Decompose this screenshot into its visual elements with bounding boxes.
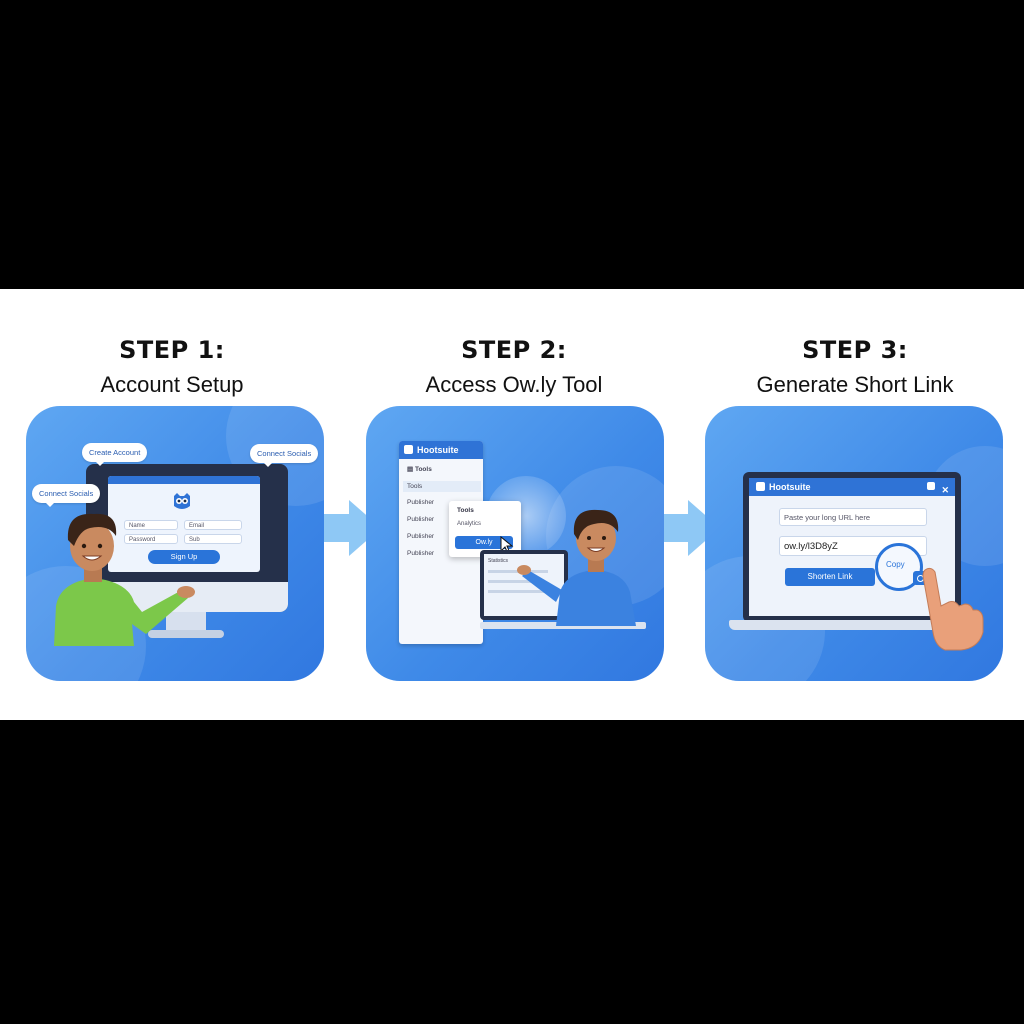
sidebar-item-publisher[interactable]: Publisher xyxy=(407,550,435,557)
shorten-link-button[interactable]: Shorten Link xyxy=(785,568,875,586)
screen-label: Statistics xyxy=(488,558,509,564)
arrow-right-icon xyxy=(648,500,720,556)
settings-icon[interactable] xyxy=(927,482,935,490)
step-1-heading: STEP 1: Account Setup xyxy=(22,336,322,398)
brand-name: Hootsuite xyxy=(769,482,811,492)
step-3-heading: STEP 3: Generate Short Link xyxy=(705,336,1005,398)
step-2-panel: Hootsuite ▤ Tools Tools Publisher Publis… xyxy=(366,406,664,681)
sidebar-item-tools-sub[interactable]: Tools xyxy=(403,481,481,492)
step-3-title: Generate Short Link xyxy=(756,372,954,397)
step-3-label: STEP 3: xyxy=(802,336,908,364)
create-account-bubble: Create Account xyxy=(82,443,148,466)
monitor: Name Email Password Sub Sign Up xyxy=(86,464,288,612)
monitor-stand xyxy=(166,612,206,632)
step-2-label: STEP 2: xyxy=(461,336,567,364)
owl-logo-icon xyxy=(174,493,190,509)
sidebar-item-publisher[interactable]: Publisher xyxy=(407,533,435,540)
brand-name: Hootsuite xyxy=(417,445,459,455)
popup-item-analytics[interactable]: Analytics xyxy=(457,521,482,527)
monitor-base xyxy=(148,630,224,638)
laptop-screen: Hootsuite ✕ Paste your long URL here ow.… xyxy=(743,472,961,622)
close-icon[interactable]: ✕ xyxy=(941,485,949,495)
long-url-input[interactable]: Paste your long URL here xyxy=(779,508,927,526)
step-1-title: Account Setup xyxy=(100,372,244,397)
person-illustration xyxy=(54,513,195,646)
popup-title: Tools xyxy=(457,507,474,514)
step-3-panel: Hootsuite ✕ Paste your long URL here ow.… xyxy=(705,406,1003,681)
hootsuite-logo-icon xyxy=(756,482,765,491)
sidebar-item-publisher[interactable]: Publisher xyxy=(407,516,435,523)
sign-up-button[interactable]: Sign Up xyxy=(148,550,220,564)
step-1-panel: Name Email Password Sub Sign Up Create A… xyxy=(26,406,324,681)
sub-field[interactable]: Sub xyxy=(184,534,242,544)
pointing-hand-icon xyxy=(922,567,984,651)
password-field[interactable]: Password xyxy=(124,534,178,544)
connect-socials-bubble: Connect Socials xyxy=(250,444,319,467)
person-illustration xyxy=(517,509,636,626)
sidebar-item-tools[interactable]: ▤ Tools xyxy=(407,466,432,473)
tools-icon: ▤ xyxy=(407,466,415,473)
name-field[interactable]: Name xyxy=(124,520,178,530)
tools-popup: Tools Analytics Ow.ly xyxy=(449,501,521,557)
laptop-base xyxy=(729,620,975,630)
step-1-label: STEP 1: xyxy=(119,336,225,364)
hootsuite-logo-icon xyxy=(404,445,413,454)
owly-button[interactable]: Ow.ly xyxy=(455,536,513,549)
connect-socials-bubble: Connect Socials xyxy=(32,484,101,507)
arrow-right-icon xyxy=(309,500,381,556)
signup-window: Name Email Password Sub Sign Up xyxy=(108,476,260,572)
email-field[interactable]: Email xyxy=(184,520,242,530)
sidebar-item-publisher[interactable]: Publisher xyxy=(407,499,435,506)
copy-button[interactable]: Copy xyxy=(886,560,905,569)
step-2-title: Access Ow.ly Tool xyxy=(425,372,603,397)
step-2-heading: STEP 2: Access Ow.ly Tool xyxy=(364,336,664,398)
